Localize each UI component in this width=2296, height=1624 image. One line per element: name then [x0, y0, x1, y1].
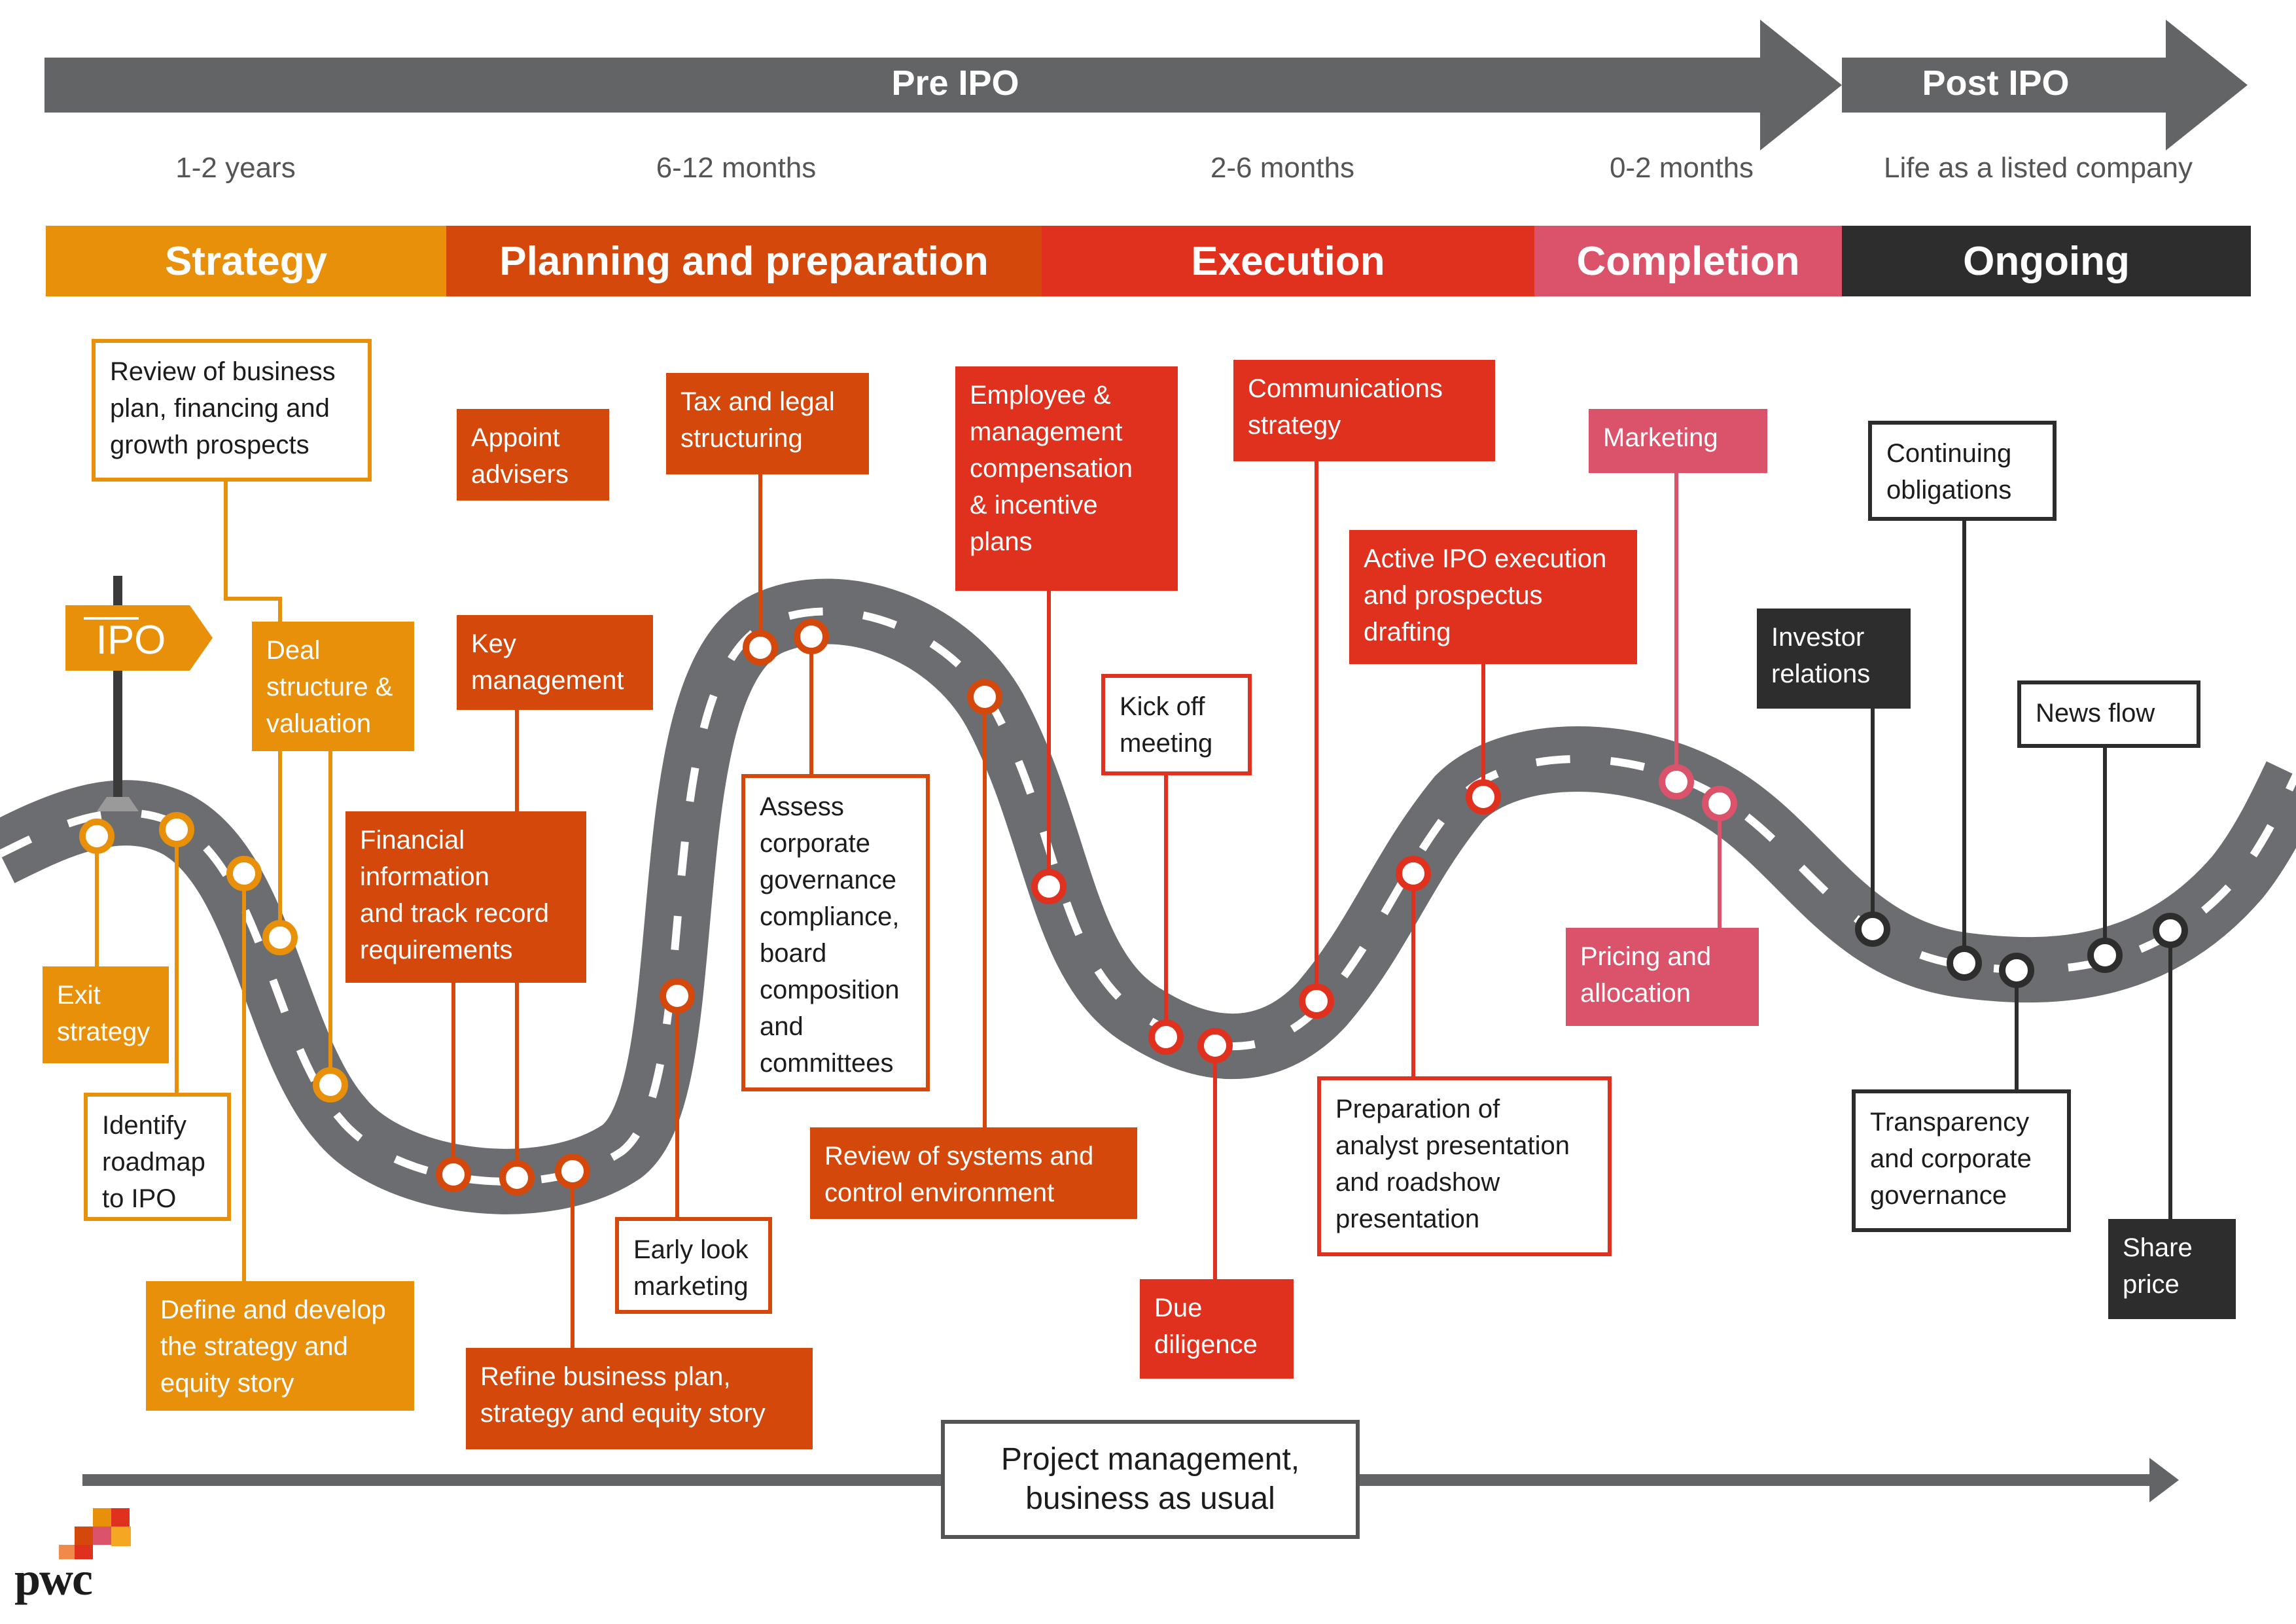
milestone-dot: [794, 619, 829, 654]
pwc-logo-mark: [59, 1508, 131, 1559]
milestone-dot: [1396, 856, 1431, 891]
milestone-dot: [1659, 764, 1694, 800]
milestone-transparency-governance: Transparency and corporate governance: [1852, 1089, 2071, 1232]
milestone-investor-relations: Investor relations: [1757, 609, 1911, 709]
milestone-refine-business-plan: Refine business plan, strategy and equit…: [466, 1348, 813, 1449]
milestone-dot: [1197, 1028, 1233, 1063]
milestone-dot: [555, 1154, 590, 1189]
phase-strategy: Strategy: [46, 226, 446, 296]
milestone-exit-strategy: Exit strategy: [43, 966, 169, 1063]
milestone-dot: [1702, 786, 1737, 821]
milestone-dot: [2087, 938, 2123, 973]
pwc-logo-text: pwc: [14, 1553, 93, 1605]
pre-ipo-label: Pre IPO: [891, 63, 1019, 103]
project-management-arrowhead: [2149, 1458, 2179, 1502]
duration-ongoing: Life as a listed company: [1883, 152, 2193, 184]
milestone-dot: [967, 679, 1002, 715]
phase-execution: Execution: [1042, 226, 1534, 296]
milestone-financial-information: Financial information and track record r…: [345, 811, 586, 983]
milestone-pricing-allocation: Pricing and allocation: [1566, 928, 1759, 1026]
milestone-review-business-plan: Review of business plan, financing and g…: [92, 339, 372, 482]
project-management-label: Project management, business as usual: [1000, 1442, 1300, 1516]
milestone-employee-compensation: Employee & management compensation & inc…: [955, 366, 1178, 591]
duration-planning: 6-12 months: [656, 152, 817, 184]
milestone-dot: [436, 1157, 471, 1192]
duration-completion: 0-2 months: [1609, 152, 1754, 184]
milestone-marketing: Marketing: [1589, 409, 1767, 473]
milestone-dot: [1299, 983, 1334, 1019]
milestone-assess-corporate-governance: Assess corporate governance compliance, …: [741, 774, 930, 1091]
milestone-dot: [262, 920, 298, 955]
milestone-dot: [1999, 953, 2034, 988]
milestone-communications-strategy: Communications strategy: [1233, 360, 1495, 461]
phase-completion: Completion: [1534, 226, 1842, 296]
milestone-dot: [159, 812, 194, 847]
milestone-dot: [226, 856, 262, 891]
milestone-early-look-marketing: Early look marketing: [615, 1217, 772, 1314]
milestone-dot: [743, 630, 778, 665]
ipo-signpost: IPO: [65, 576, 213, 811]
milestone-dots: [79, 619, 2188, 1195]
project-management-box: Project management, business as usual: [941, 1420, 1360, 1539]
phase-ongoing: Ongoing: [1842, 226, 2251, 296]
signpost-arrow: [65, 605, 213, 671]
milestone-dot: [79, 819, 115, 854]
post-ipo-label: Post IPO: [1922, 63, 2070, 103]
post-ipo-arrow: [1842, 20, 2248, 150]
milestone-tax-legal-structuring: Tax and legal structuring: [666, 373, 869, 474]
milestone-dot: [660, 978, 695, 1014]
milestone-analyst-roadshow-presentation: Preparation of analyst presentation and …: [1317, 1076, 1612, 1256]
milestone-review-systems-control: Review of systems and control environmen…: [810, 1127, 1137, 1219]
milestone-due-diligence: Due diligence: [1140, 1279, 1294, 1379]
milestone-dot: [499, 1160, 535, 1195]
duration-execution: 2-6 months: [1210, 152, 1355, 184]
pre-ipo-arrow: [44, 20, 1842, 150]
milestone-define-strategy-equity-story: Define and develop the strategy and equi…: [146, 1281, 414, 1411]
connector-lines: [95, 461, 2172, 1348]
milestone-appoint-advisers: Appoint advisers: [457, 409, 609, 501]
signpost-label: IPO: [96, 618, 166, 663]
milestone-dot: [1031, 869, 1067, 904]
milestone-dot: [1466, 779, 1501, 815]
milestone-key-management: Key management: [457, 615, 653, 710]
milestone-news-flow: News flow: [2017, 680, 2200, 748]
phase-planning-and-preparation: Planning and preparation: [446, 226, 1042, 296]
milestone-dot: [1148, 1019, 1184, 1055]
milestone-deal-structure-valuation: Deal structure & valuation: [252, 622, 414, 751]
milestone-continuing-obligations: Continuing obligations: [1868, 421, 2057, 521]
milestone-dot: [313, 1067, 348, 1103]
milestone-active-ipo-execution: Active IPO execution and prospectus draf…: [1349, 530, 1637, 664]
milestone-kick-off-meeting: Kick off meeting: [1101, 674, 1252, 775]
milestone-dot: [2153, 913, 2188, 948]
duration-strategy: 1-2 years: [175, 152, 296, 184]
milestone-dot: [1947, 945, 1982, 981]
connector-line: [224, 482, 282, 938]
milestone-dot: [1855, 911, 1890, 947]
milestone-share-price: Share price: [2108, 1219, 2236, 1319]
milestone-identify-roadmap: Identify roadmap to IPO: [84, 1093, 231, 1221]
